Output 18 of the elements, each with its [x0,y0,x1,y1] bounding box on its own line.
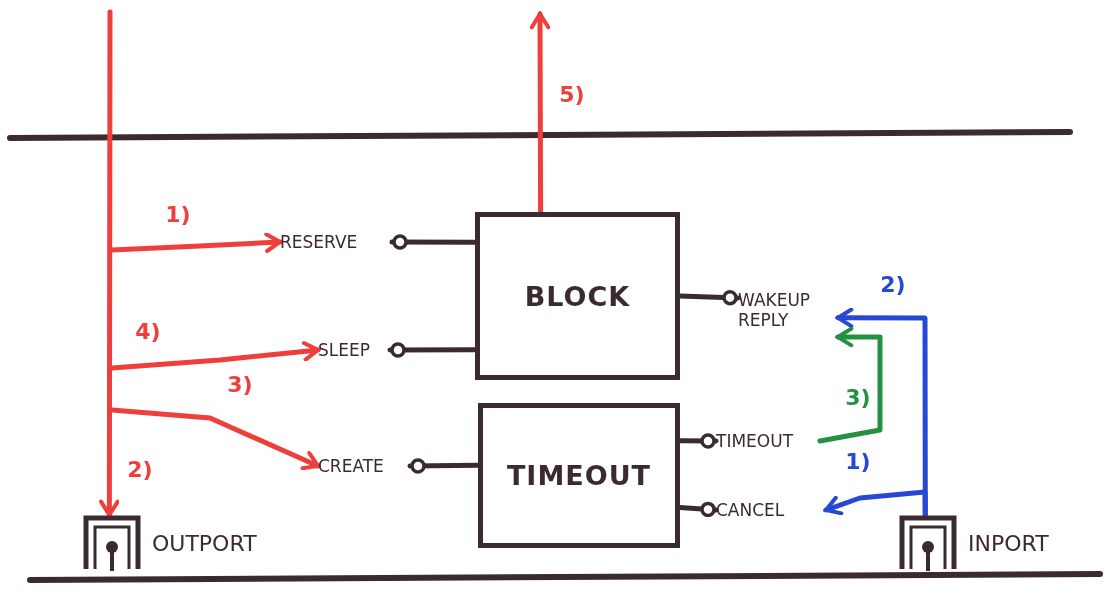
port-name: OUTPORT [152,530,257,556]
port-label: CREATE [318,452,410,480]
arrow [823,489,928,518]
box-title: TIMEOUT [506,460,652,491]
box-title: BLOCK [524,280,631,312]
port-label: WAKEUP REPLY [738,280,838,340]
port-label: TIMEOUT [716,428,820,454]
port-label: RESERVE [280,228,392,256]
port-label: CANCEL [716,496,826,524]
arrow [99,9,120,518]
process-box [478,403,680,548]
arrow [109,341,321,371]
arrow [817,326,883,444]
port-name: INPORT [968,530,1049,556]
process-box [475,212,680,380]
arrow [109,407,321,471]
port-label: SLEEP [318,336,390,364]
arrow [109,232,283,253]
